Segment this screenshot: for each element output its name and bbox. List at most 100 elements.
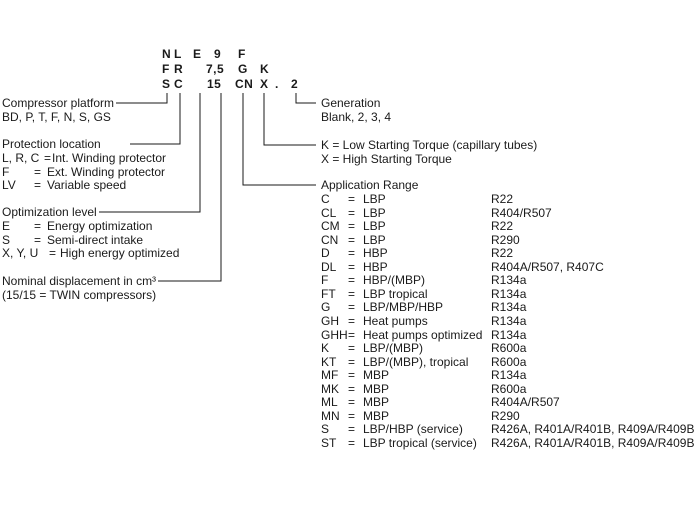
app-code: KT <box>321 354 337 369</box>
connector-generation <box>295 93 316 104</box>
code-char: G <box>238 62 248 76</box>
code-char: L <box>174 47 182 61</box>
app-refrigerant: R22 <box>491 219 514 234</box>
app-code: MK <box>321 381 339 396</box>
code-char: F <box>162 62 170 76</box>
connector-displacement <box>158 93 222 282</box>
app-equals: = <box>348 422 356 437</box>
app-equals: = <box>348 395 356 410</box>
app-code: GH <box>321 313 339 328</box>
app-refrigerant: R22 <box>491 192 514 206</box>
app-code: ML <box>321 395 338 410</box>
app-description: LBP <box>363 219 386 234</box>
app-description: HBP/(MBP) <box>363 273 426 288</box>
code-char: R <box>174 62 184 76</box>
application-range-row: MF = MBP R134a <box>0 369 685 383</box>
app-equals: = <box>348 273 356 288</box>
app-equals: = <box>348 246 356 261</box>
app-code: GHH <box>321 327 348 342</box>
starting-torque-high: X = High Starting Torque <box>321 151 452 166</box>
app-description: HBP <box>363 246 388 261</box>
app-code: MF <box>321 368 339 383</box>
app-refrigerant: R600a <box>491 354 527 369</box>
app-equals: = <box>348 408 356 423</box>
app-description: Heat pumps optimized <box>363 327 483 342</box>
app-description: LBP/(MBP), tropical <box>363 354 469 369</box>
application-range-row: K=LBP/(MBP)R600a <box>0 341 685 356</box>
app-code: ST <box>321 435 337 450</box>
code-char: K <box>260 62 270 76</box>
app-description: LBP/HBP (service) <box>363 422 463 437</box>
compressor-platform-title: Compressor platform <box>2 96 115 110</box>
app-refrigerant: R600a <box>491 381 527 396</box>
app-refrigerant: R134a <box>491 300 527 315</box>
app-refrigerant: R290 <box>491 408 520 423</box>
compressor-platform-values: BD, P, T, F, N, S, GS <box>2 110 111 124</box>
app-description: LBP <box>363 205 386 220</box>
app-refrigerant: R600a <box>491 341 527 356</box>
app-code: DL <box>321 259 337 274</box>
app-description: MBP <box>363 368 390 383</box>
app-equals: = <box>348 327 356 342</box>
application-range-row: DL = HBP R404A/R507, R407C <box>0 259 685 275</box>
app-code: MN <box>321 408 340 423</box>
app-equals: = <box>348 368 356 383</box>
application-range-row: C = LBP R22 <box>0 192 685 207</box>
app-description: LBP <box>363 192 386 206</box>
app-equals: = <box>348 435 356 450</box>
code-char: CN <box>235 77 254 91</box>
generation-values: Blank, 2, 3, 4 <box>321 110 392 124</box>
protection-option: L, R, C = Int. Winding protector <box>2 151 167 165</box>
app-code: F <box>321 273 329 288</box>
application-range-row: F = HBP/(MBP) R134a <box>0 274 685 288</box>
code-char: 15 <box>207 77 222 91</box>
app-description: MBP <box>363 395 390 410</box>
optimization-level-title: Optimization level <box>2 205 97 219</box>
app-refrigerant: R404A/R507, R407C <box>491 259 604 274</box>
application-range-row: ML = MBP R404A/R507 <box>0 396 685 410</box>
optimization-option: E = Energy optimization <box>2 219 153 233</box>
connector-protection <box>130 93 181 145</box>
app-refrigerant: R134a <box>491 368 527 383</box>
app-description: HBP <box>363 259 388 274</box>
app-description: MBP <box>363 408 390 423</box>
code-char: N <box>162 47 172 61</box>
app-refrigerant: R404A/R507 <box>491 395 560 410</box>
connector-application <box>242 93 316 186</box>
code-char: E <box>193 47 202 61</box>
app-equals: = <box>348 313 356 328</box>
app-code: S <box>321 422 330 437</box>
starting-torque-low: K = Low Starting Torque (capillary tubes… <box>321 138 538 152</box>
app-code: K <box>321 341 330 356</box>
nominal-displacement-note: (15/15 = TWIN compressors) <box>2 288 157 302</box>
app-description: LBP tropical <box>363 286 428 301</box>
app-code: CN <box>321 232 339 247</box>
app-description: LBP tropical (service) <box>363 435 477 450</box>
app-equals: = <box>348 381 356 396</box>
app-equals: = <box>348 259 356 274</box>
app-code: CL <box>321 205 337 220</box>
app-code: FT <box>321 286 336 301</box>
app-equals: = <box>348 219 356 234</box>
app-equals: = <box>348 192 356 206</box>
app-equals: = <box>348 205 356 220</box>
app-description: LBP/MBP/HBP <box>363 300 444 315</box>
code-char: 9 <box>214 47 222 61</box>
app-refrigerant: R134a <box>491 313 527 328</box>
application-range-row: ST=LBP tropical (service)R426A, R401A/R4… <box>0 435 694 451</box>
app-refrigerant: R134a <box>491 286 527 301</box>
app-equals: = <box>348 300 356 315</box>
code-char: 7,5 <box>206 62 225 76</box>
app-refrigerant: R134a <box>491 273 527 288</box>
app-code: C <box>321 192 330 206</box>
application-range-row: MN = MBP R290 <box>0 408 685 424</box>
app-refrigerant: R290 <box>491 232 520 247</box>
